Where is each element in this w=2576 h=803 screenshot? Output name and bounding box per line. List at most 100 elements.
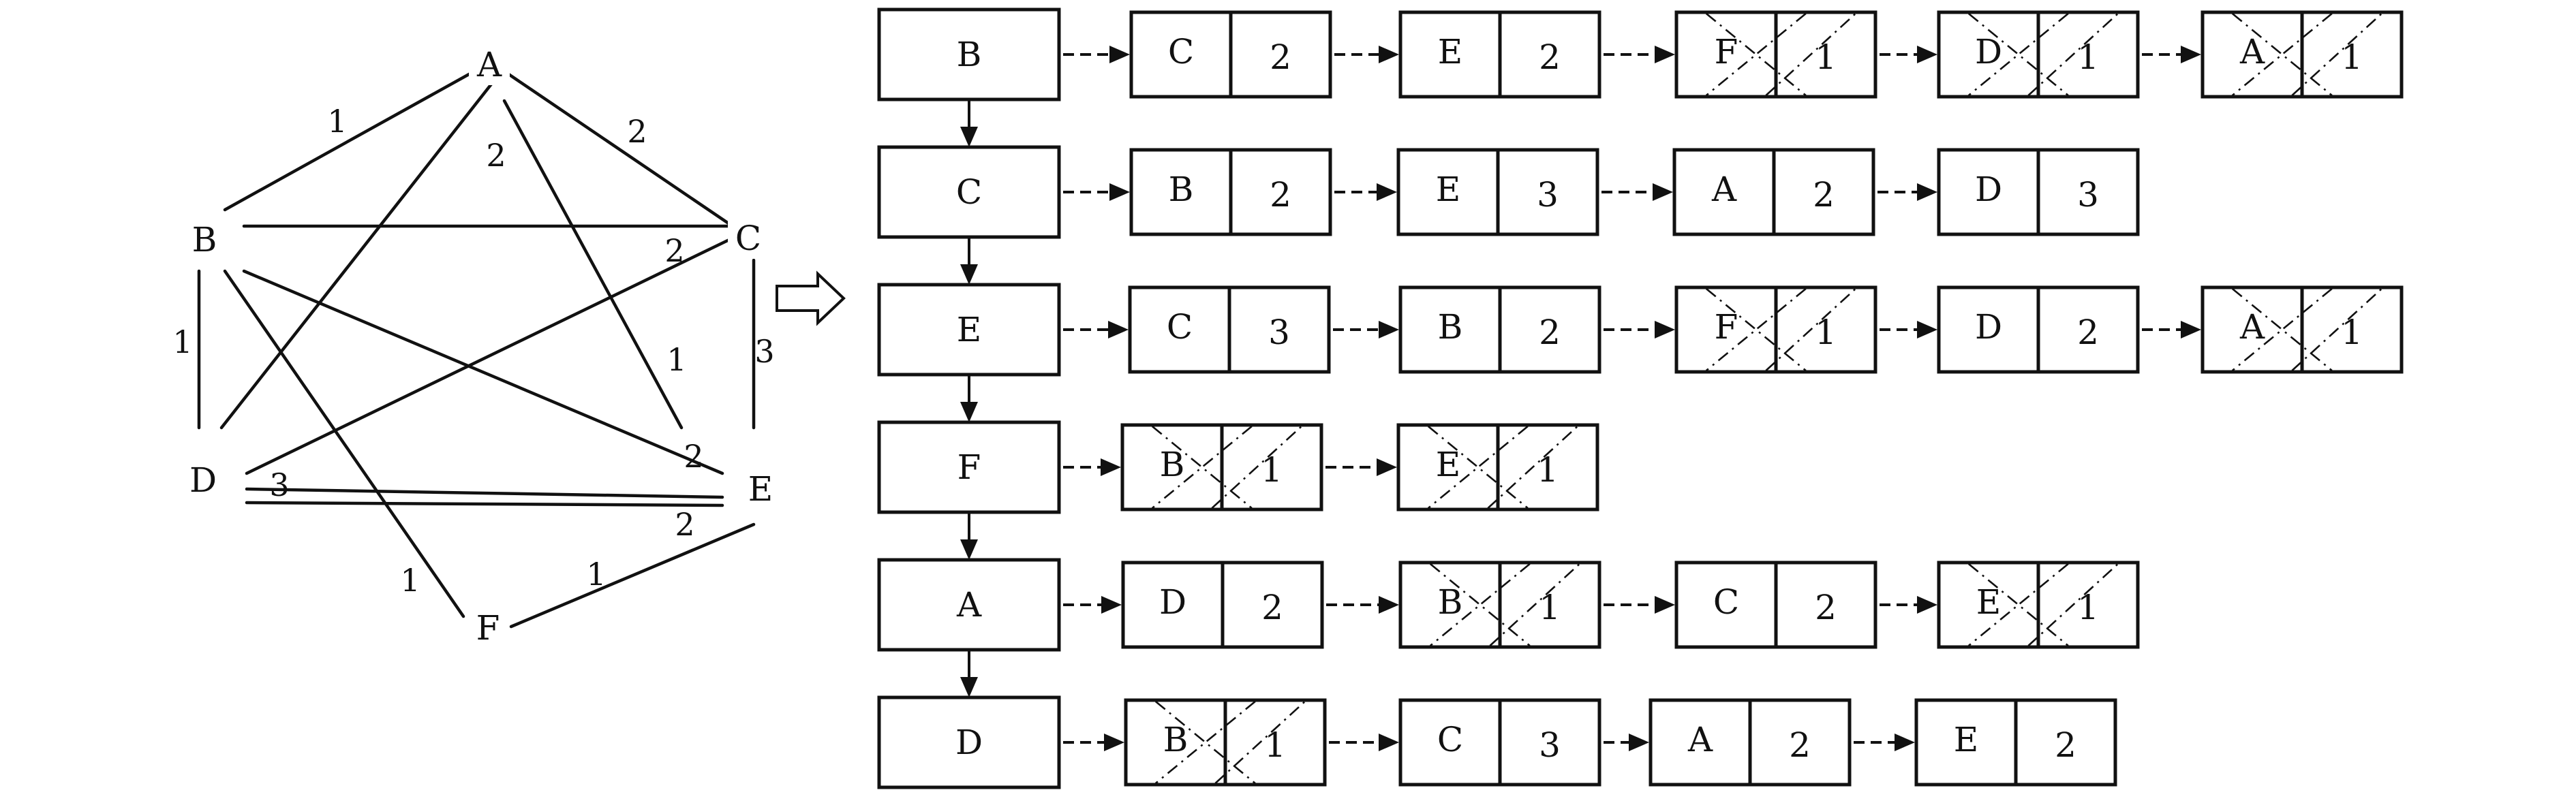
edge-weight-B-D: 1 [172,324,192,360]
list-node-weight: 1 [1539,588,1561,627]
graph-node-F: F [476,608,500,648]
edge-D-E [245,501,724,507]
list-node-name: C [1167,307,1193,347]
crossed-out-mark-icon [1151,425,1302,509]
edge-weight-D-E: 3 [269,467,289,503]
list-node-weight: 1 [1264,725,1286,765]
list-node-name: D [1975,170,2002,209]
edge-A-B [223,72,472,212]
list-node-weight: 3 [1537,175,1559,215]
list-node-weight: 2 [2077,313,2099,352]
head-node-label: E [957,310,982,349]
list-node-weight: 2 [1813,175,1835,215]
list-node-name: D [1975,307,2002,347]
list-node-name: E [1438,32,1463,72]
list-node-name: B [1169,170,1194,209]
head-node-label: A [956,585,982,625]
list-node-name: C [1168,32,1194,72]
head-node-box [877,558,1061,652]
list-node-weight: 1 [1537,450,1559,490]
edge-weight-C-E: 3 [754,333,774,370]
list-node-weight: 2 [1270,175,1291,215]
list-node-name: A [1687,720,1713,759]
list-node-name: F [1715,32,1738,72]
list-node-name: B [1163,720,1189,759]
list-node-name: A [2239,307,2265,347]
list-node-weight: 2 [1815,588,1837,627]
list-node-weight: 2 [2055,725,2076,765]
list-node-weight: 3 [2077,175,2099,215]
list-node-weight: 2 [1539,313,1561,352]
edge-weight-A-E: 1 [666,341,686,378]
list-node-name: B [1160,445,1185,484]
edge-B-F [223,269,465,618]
crossed-out-mark-icon [1427,425,1578,509]
list-node-name: B [1438,582,1463,622]
edge-weight-E-F: 1 [586,556,606,593]
list-node-name: A [2239,32,2265,72]
edge-E-F [509,522,756,629]
head-node-label: B [957,35,982,74]
list-node-weight: 1 [1815,37,1837,77]
crossed-out-mark-icon [1705,12,1856,97]
graph-node-B: B [192,220,217,259]
edge-weight-B-F: 1 [400,562,420,599]
edge-D-E [245,487,724,499]
edge-weight-A-D: 2 [486,137,506,174]
list-node-weight: 2 [1270,37,1291,77]
edge-weight-A-C: 2 [627,113,647,150]
list-node-weight: 1 [1815,313,1837,352]
edge-A-E [502,99,684,430]
list-node-name: E [1436,170,1461,209]
list-node-name: E [1976,582,2002,622]
crossed-out-mark-icon [1705,287,1856,372]
list-node-weight: 1 [2341,37,2363,77]
edge-weight-A-B: 1 [327,103,347,140]
list-node-name: A [1711,170,1737,209]
list-node-weight: 2 [1261,588,1283,627]
crossed-out-mark-icon [1154,700,1306,785]
list-node-weight: 3 [1539,725,1561,765]
edge-C-D [245,238,731,475]
list-node-name: D [1159,582,1186,622]
edge-A-D [219,74,500,430]
list-node-weight: 1 [2077,37,2099,77]
list-node-weight: 2 [1539,37,1561,77]
list-node-name: C [1713,582,1739,622]
list-node-name: E [1436,445,1461,484]
head-node-box [877,420,1061,514]
list-node-name: B [1438,307,1463,347]
head-node-label: C [956,172,982,212]
graph-node-D: D [189,460,217,500]
list-node-name: E [1954,720,1979,759]
transform-arrow-icon [776,270,846,326]
head-node-label: F [957,447,981,487]
edge-A-C [506,72,733,227]
list-node-weight: 2 [1789,725,1811,765]
list-node-weight: 1 [1261,450,1283,490]
crossed-out-mark-icon [2231,12,2382,97]
